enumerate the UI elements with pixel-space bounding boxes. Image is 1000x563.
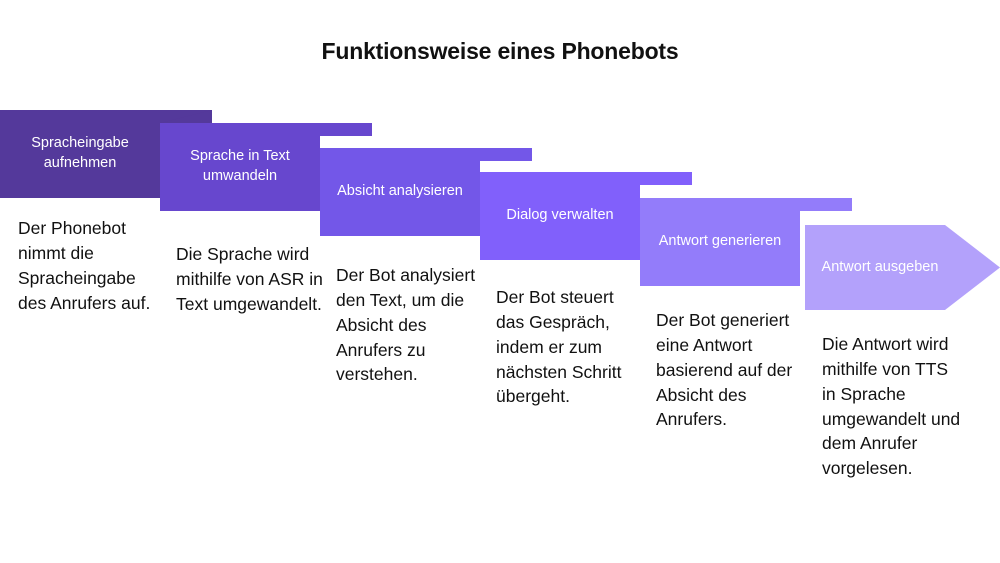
step-2-description: Die Sprache wird mithilfe von ASR in Tex… [176, 244, 323, 314]
step-3-shape [320, 148, 532, 236]
step-6-shape [805, 225, 1000, 310]
step-4-shape [480, 172, 692, 260]
step-3-description: Der Bot analysiert den Text, um die Absi… [336, 265, 476, 385]
step-4-description: Der Bot steuert das Gespräch, indem er z… [496, 287, 622, 407]
page-title: Funktionsweise eines Phonebots [321, 38, 679, 64]
step-5-description: Der Bot generiert eine Antwort basierend… [656, 310, 793, 430]
step-2-shape [160, 123, 372, 211]
step-1-shape [0, 110, 212, 198]
step-1-description: Der Phonebot nimmt die Spracheingabe des… [18, 218, 151, 313]
step-6-description: Die Antwort wird mithilfe von TTS in Spr… [822, 334, 961, 479]
step-5-shape [640, 198, 852, 286]
